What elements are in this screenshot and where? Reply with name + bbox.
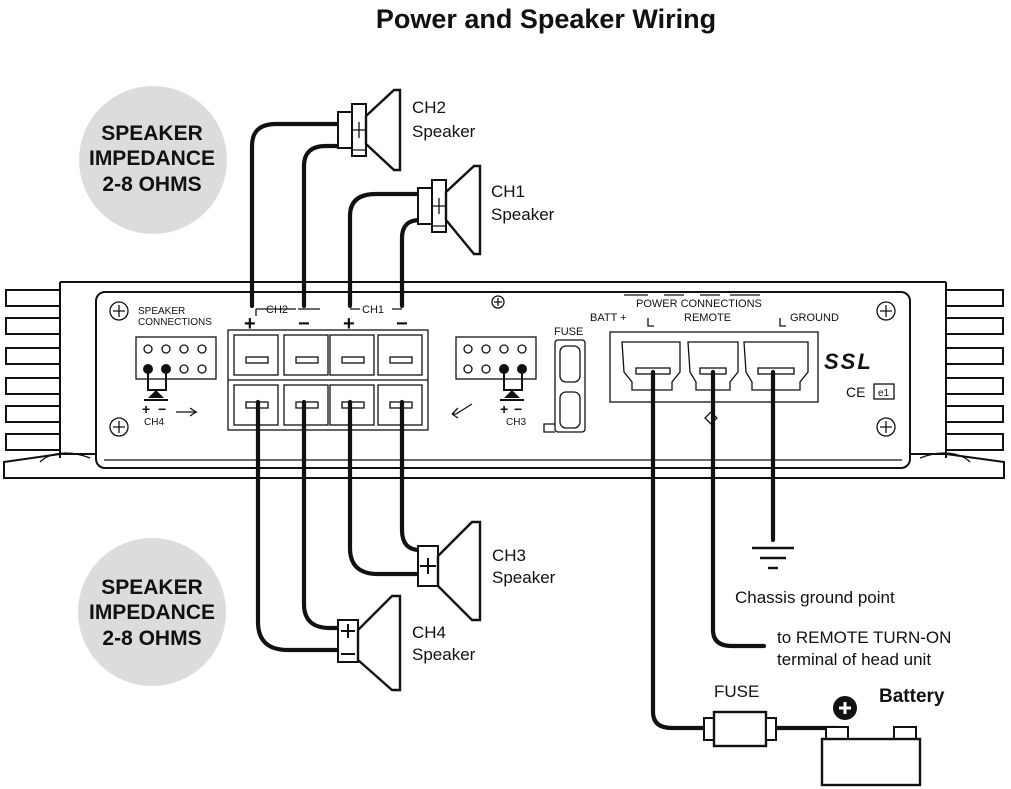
ch3-bridge-selector: + − CH3 xyxy=(451,336,537,428)
ch4-speaker-label: CH4 xyxy=(412,623,446,642)
ch1-terminal-label: CH1 xyxy=(362,304,384,316)
ch1-plus-label: + xyxy=(343,313,355,335)
ch2-speaker-icon xyxy=(337,88,402,172)
brand-logo: SSL xyxy=(824,349,873,374)
impedance-top-line2: IMPEDANCE xyxy=(89,147,215,170)
impedance-bottom-line1: SPEAKER xyxy=(101,576,203,599)
ch1-minus-label: − xyxy=(396,313,408,335)
impedance-bottom-line3: 2-8 OHMS xyxy=(102,627,201,650)
heatsink-fins-right xyxy=(946,289,1004,451)
inline-fuse-icon xyxy=(703,710,777,748)
remote-turn-on-label-2: terminal of head unit xyxy=(777,650,931,669)
chassis-ground-label: Chassis ground point xyxy=(735,588,895,607)
ch2-terminal-label: CH2 xyxy=(266,304,288,316)
ch4-speaker-sublabel: Speaker xyxy=(412,645,476,664)
ch4-selector-label: CH4 xyxy=(144,417,164,428)
battery-icon xyxy=(820,696,922,787)
ce-mark: CE xyxy=(846,384,865,400)
ch1-speaker-icon xyxy=(417,164,482,256)
ch3-speaker-sublabel: Speaker xyxy=(492,568,556,587)
impedance-badge-top: SPEAKER IMPEDANCE 2-8 OHMS xyxy=(79,86,227,234)
svg-text:+: + xyxy=(500,401,508,417)
speaker-connections-label-1: SPEAKER xyxy=(138,306,185,317)
batt-label: BATT + xyxy=(590,312,627,324)
ground-label: GROUND xyxy=(790,312,839,324)
ch2-speaker-label: CH2 xyxy=(412,98,446,117)
ch1-speaker-sublabel: Speaker xyxy=(491,205,555,224)
power-connections-label: POWER CONNECTIONS xyxy=(636,298,762,310)
impedance-top-line1: SPEAKER xyxy=(101,122,203,145)
impedance-top-line3: 2-8 OHMS xyxy=(102,173,201,196)
impedance-bottom-line2: IMPEDANCE xyxy=(89,601,215,624)
battery-label: Battery xyxy=(879,686,945,707)
heatsink-fins-left xyxy=(5,289,60,451)
ch1-speaker-label: CH1 xyxy=(491,182,525,201)
speaker-connections-label-2: CONNECTIONS xyxy=(138,317,212,328)
ch2-speaker-sublabel: Speaker xyxy=(412,122,476,141)
chassis-ground-icon xyxy=(752,546,794,570)
ch3-speaker-icon xyxy=(417,520,482,622)
ch2-minus-label: − xyxy=(298,313,310,335)
impedance-badge-bottom: SPEAKER IMPEDANCE 2-8 OHMS xyxy=(78,538,226,686)
ch3-speaker-label: CH3 xyxy=(492,546,526,565)
ch2-plus-label: + xyxy=(244,313,256,335)
ch4-bridge-selector: + − CH4 xyxy=(135,336,217,428)
svg-text:−: − xyxy=(158,401,166,417)
inline-fuse-label: FUSE xyxy=(714,682,759,701)
certification-mark: e1 xyxy=(878,388,890,399)
svg-text:−: − xyxy=(514,401,522,417)
power-terminal-block xyxy=(609,331,819,403)
panel-fuse-label: FUSE xyxy=(554,326,583,338)
remote-label: REMOTE xyxy=(684,312,731,324)
ch3-selector-label: CH3 xyxy=(506,417,526,428)
ch4-speaker-icon xyxy=(337,594,402,692)
remote-turn-on-label-1: to REMOTE TURN-ON xyxy=(777,628,951,647)
page-title: Power and Speaker Wiring xyxy=(376,4,716,34)
panel-fuse-holder: FUSE xyxy=(543,326,586,433)
svg-text:+: + xyxy=(142,401,150,417)
mounting-screw-icons xyxy=(109,295,896,437)
